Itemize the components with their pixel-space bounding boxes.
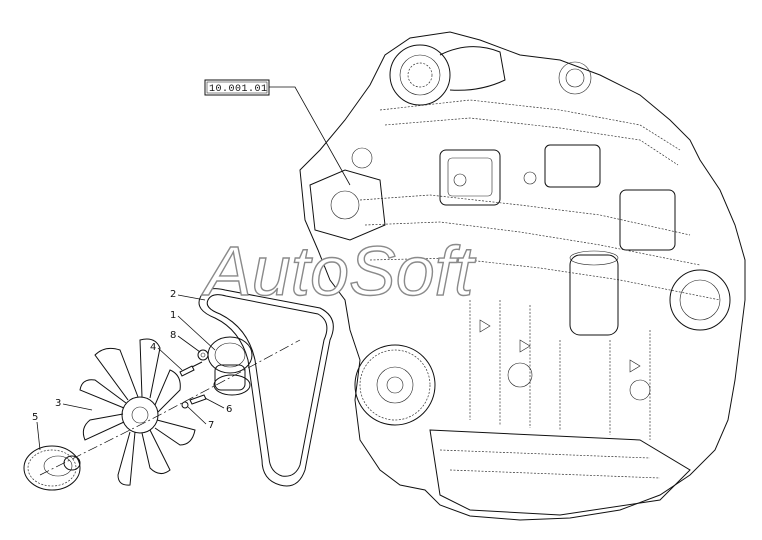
engine-assembly bbox=[299, 31, 746, 521]
bolt-6 bbox=[189, 394, 207, 405]
washer bbox=[197, 349, 209, 361]
fan-pulley bbox=[207, 336, 253, 396]
callout-8: 8 bbox=[170, 330, 176, 341]
drive-belt bbox=[198, 288, 334, 487]
callout-6: 6 bbox=[226, 404, 232, 415]
washer-7 bbox=[181, 401, 189, 409]
callout-3: 3 bbox=[55, 398, 61, 409]
assembly-axis bbox=[39, 339, 301, 476]
callout-4: 4 bbox=[150, 342, 156, 353]
callout-7: 7 bbox=[208, 420, 214, 431]
callout-5: 5 bbox=[32, 412, 38, 423]
reference-box[interactable]: 10.001.01 bbox=[204, 79, 270, 96]
fan-hub bbox=[23, 445, 81, 491]
callout-1: 1 bbox=[170, 310, 176, 321]
reference-leader bbox=[269, 86, 351, 186]
callouts: 2 1 8 4 3 5 6 7 bbox=[32, 289, 232, 451]
cooling-fan bbox=[79, 338, 196, 486]
reference-label: 10.001.01 bbox=[209, 84, 268, 95]
watermark: AutoSoft bbox=[201, 232, 476, 310]
bolt-4 bbox=[179, 361, 203, 377]
callout-2: 2 bbox=[170, 289, 176, 300]
